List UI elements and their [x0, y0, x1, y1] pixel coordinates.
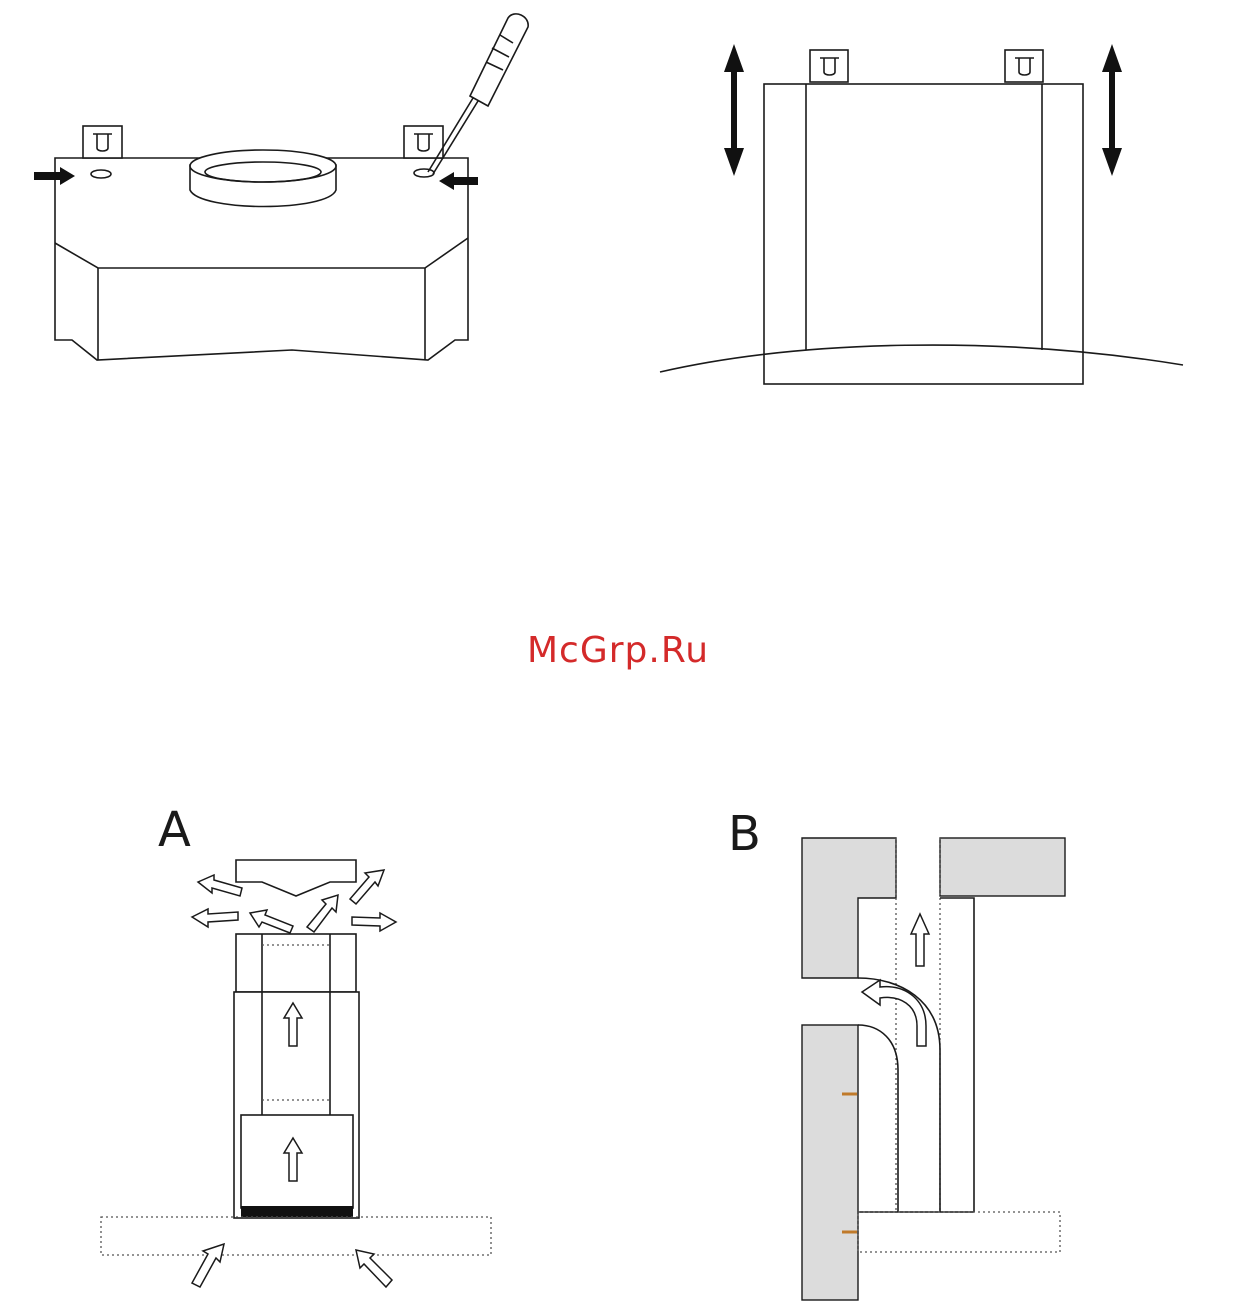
filter-bar — [241, 1206, 353, 1217]
airflow-curved-arrow-icon — [862, 980, 926, 1046]
duct-bend-outer — [858, 978, 940, 1212]
figure-b-extraction: B — [728, 806, 1065, 1300]
outflow-arrow-icon — [192, 909, 238, 927]
watermark-text: McGrp.Ru — [527, 630, 709, 671]
bracket-left — [83, 126, 122, 158]
hood-body-figure — [34, 14, 528, 360]
chimney-right-edge — [940, 898, 974, 1212]
chimney-panel — [764, 84, 1083, 384]
figure-a-recirculation: A — [101, 802, 491, 1287]
duct-bend-inner — [858, 1025, 898, 1212]
upper-chimney — [236, 934, 356, 992]
double-arrow-right-icon — [1102, 44, 1122, 176]
outflow-arrow-icon — [307, 895, 338, 932]
bracket-right — [404, 126, 443, 158]
figure-b-label: B — [728, 806, 761, 862]
hood-outline-dotted — [101, 1217, 491, 1255]
outflow-arrow-icon — [250, 910, 293, 933]
screw-hole-right — [414, 169, 434, 177]
chimney-panel-figure — [660, 44, 1183, 384]
hood-outline-dotted — [858, 1212, 1060, 1252]
airflow-up-arrow-icon — [911, 914, 929, 966]
figure-a-label: A — [158, 802, 191, 858]
double-arrow-left-icon — [724, 44, 744, 176]
bracket-top-left — [810, 50, 848, 82]
screw-hole-left — [91, 170, 111, 178]
deflector-cap — [236, 860, 356, 896]
ceiling-block-left — [802, 838, 896, 978]
ceiling-block-right — [940, 838, 1065, 896]
outflow-arrow-icon — [352, 913, 396, 931]
wall-block — [802, 1025, 858, 1300]
inflow-arrow-icon — [192, 1244, 224, 1287]
bracket-top-right — [1005, 50, 1043, 82]
